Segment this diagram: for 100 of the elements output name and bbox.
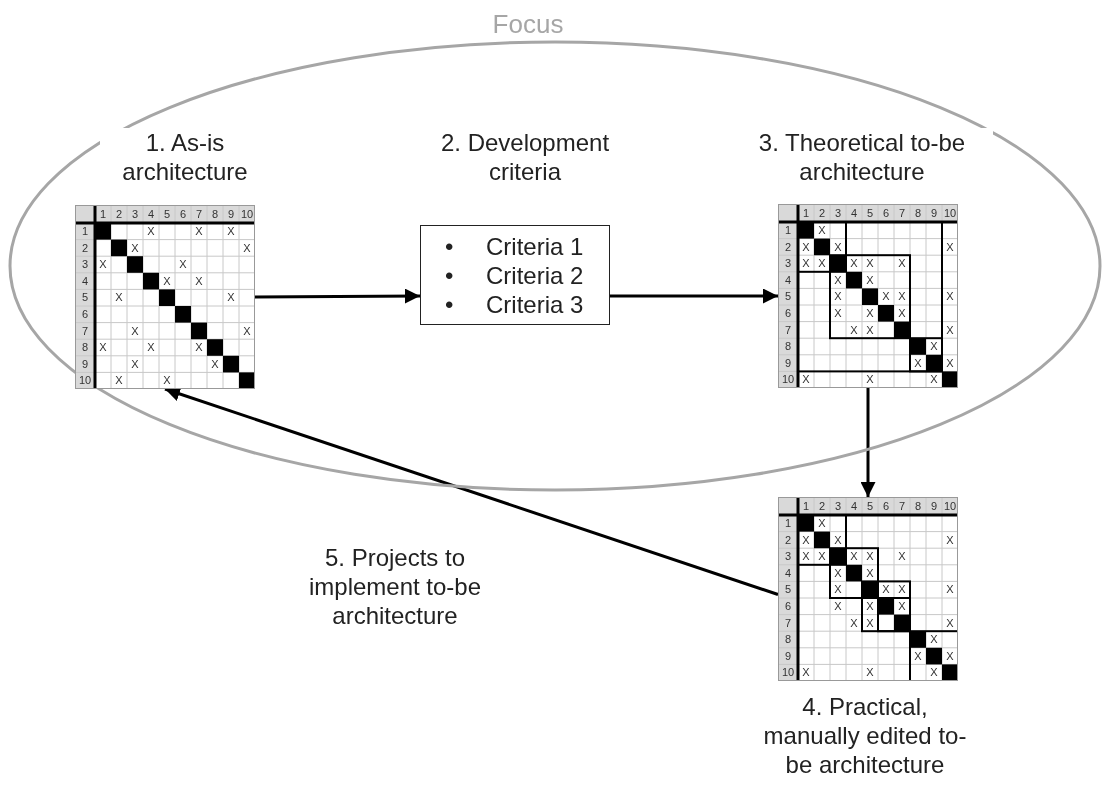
column-number: 3 [833, 499, 843, 514]
row-number: 8 [783, 339, 793, 354]
row-number: 7 [783, 615, 793, 631]
column-number: 4 [849, 206, 859, 221]
dependency-mark: X [865, 256, 875, 271]
criteria-item: Criteria 3 [486, 290, 584, 319]
row-number: 7 [80, 323, 90, 339]
column-number: 3 [833, 206, 843, 221]
dependency-mark: X [929, 372, 939, 387]
row-number: 8 [783, 632, 793, 647]
row-number: 1 [783, 516, 793, 531]
dependency-mark: X [226, 290, 236, 305]
dependency-mark: X [162, 273, 172, 289]
dependency-mark: X [897, 599, 907, 614]
dependency-mark: X [865, 565, 875, 581]
column-number: 8 [913, 499, 923, 514]
dependency-mark: X [98, 257, 108, 272]
dependency-mark: X [817, 223, 827, 238]
row-number: 5 [80, 290, 90, 305]
dependency-mark: X [945, 289, 955, 304]
dependency-mark: X [130, 240, 140, 256]
dependency-mark: X [945, 648, 955, 664]
dependency-mark: X [801, 549, 811, 564]
dependency-mark: X [833, 239, 843, 255]
column-number: 7 [897, 499, 907, 514]
column-number: 4 [849, 499, 859, 514]
row-number: 1 [783, 223, 793, 238]
column-number: 6 [881, 206, 891, 221]
dependency-mark: X [801, 372, 811, 387]
dependency-mark: X [194, 340, 204, 355]
column-number: 5 [865, 499, 875, 514]
row-number: 9 [80, 356, 90, 372]
column-number: 2 [114, 207, 124, 222]
row-number: 10 [780, 372, 796, 387]
arrow [255, 288, 420, 304]
dependency-mark: X [849, 549, 859, 564]
column-number: 7 [194, 207, 204, 222]
column-number: 8 [913, 206, 923, 221]
dependency-mark: X [881, 289, 891, 304]
column-number: 3 [130, 207, 140, 222]
bullet: • [445, 261, 454, 290]
row-number: 6 [783, 599, 793, 614]
dependency-mark: X [114, 290, 124, 305]
dependency-mark: X [114, 373, 124, 388]
dependency-mark: X [929, 339, 939, 354]
column-number: 2 [817, 499, 827, 514]
column-number: 9 [929, 499, 939, 514]
column-number: 5 [865, 206, 875, 221]
dependency-mark: X [897, 549, 907, 564]
dependency-mark: X [178, 257, 188, 272]
dependency-mark: X [833, 565, 843, 581]
dependency-mark: X [945, 615, 955, 631]
column-number: 9 [226, 207, 236, 222]
row-number: 2 [783, 239, 793, 255]
dependency-mark: X [865, 322, 875, 338]
dependency-mark: X [897, 289, 907, 304]
dependency-mark: X [865, 615, 875, 631]
dependency-mark: X [865, 549, 875, 564]
dependency-mark: X [913, 355, 923, 371]
row-number: 5 [783, 582, 793, 597]
row-number: 9 [783, 355, 793, 371]
dependency-mark: X [897, 306, 907, 321]
column-number: 9 [929, 206, 939, 221]
row-number: 5 [783, 289, 793, 304]
column-number: 10 [942, 499, 958, 514]
row-number: 3 [80, 257, 90, 272]
criteria-item: Criteria 2 [486, 261, 584, 290]
dependency-mark: X [833, 582, 843, 597]
dependency-mark: X [833, 272, 843, 288]
dependency-mark: X [817, 516, 827, 531]
dependency-mark: X [801, 665, 811, 680]
dependency-mark: X [146, 340, 156, 355]
dependency-mark: X [210, 356, 220, 372]
dependency-mark: X [945, 239, 955, 255]
dependency-mark: X [945, 322, 955, 338]
dependency-mark: X [929, 665, 939, 680]
row-number: 10 [780, 665, 796, 680]
dependency-mark: X [945, 582, 955, 597]
dependency-mark: X [833, 599, 843, 614]
row-number: 9 [783, 648, 793, 664]
row-number: 4 [783, 272, 793, 288]
bullet: • [445, 290, 454, 319]
column-number: 1 [98, 207, 108, 222]
dependency-mark: X [242, 323, 252, 339]
column-number: 1 [801, 499, 811, 514]
dependency-mark: X [833, 306, 843, 321]
dependency-mark: X [194, 273, 204, 289]
dependency-mark: X [945, 355, 955, 371]
row-number: 2 [783, 532, 793, 548]
dependency-mark: X [801, 239, 811, 255]
dependency-mark: X [162, 373, 172, 388]
bullet: • [445, 232, 454, 261]
column-number: 5 [162, 207, 172, 222]
row-number: 6 [80, 307, 90, 322]
dependency-mark: X [130, 323, 140, 339]
dependency-mark: X [865, 599, 875, 614]
row-number: 6 [783, 306, 793, 321]
dependency-mark: X [865, 272, 875, 288]
dependency-mark: X [881, 582, 891, 597]
dependency-mark: X [817, 549, 827, 564]
